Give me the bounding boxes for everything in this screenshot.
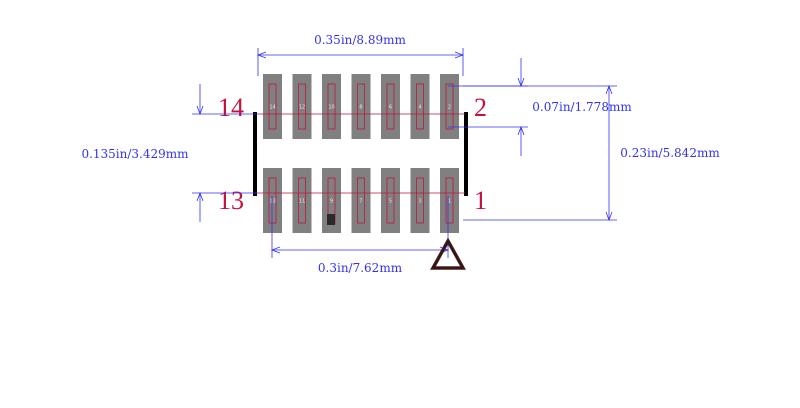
dim-row-span-label: 0.23in/5.842mm: [620, 146, 720, 160]
pad-6: 6: [381, 74, 400, 139]
pad-number-label: 4: [418, 105, 421, 111]
pad-number-label: 7: [359, 199, 362, 205]
dim-pad-length-label: 0.135in/3.429mm: [81, 147, 189, 161]
pad-7: 7: [351, 168, 371, 233]
pad-number-label: 3: [418, 199, 421, 205]
pad-number-label: 2: [448, 105, 451, 111]
pad-8: 8: [351, 74, 371, 139]
pad-12: 12: [292, 74, 312, 139]
pin14-label: 14: [218, 93, 244, 122]
pad-number-label: 5: [389, 199, 392, 205]
pad-number-label: 8: [359, 105, 362, 111]
orientation-marker: [327, 214, 335, 225]
dim-pad-length: 0.135in/3.429mm: [81, 84, 258, 222]
pad-number-label: 6: [389, 105, 392, 111]
pin13-label: 13: [218, 186, 244, 215]
pad-number-label: 12: [299, 105, 305, 111]
dim-row-span: 0.23in/5.842mm: [463, 84, 720, 222]
pad-10: 10: [322, 74, 341, 139]
pad-number-label: 11: [299, 199, 305, 205]
silkscreen-left-bar: [253, 112, 257, 196]
pad-number-label: 14: [269, 105, 275, 111]
pad-number-label: 13: [269, 199, 275, 205]
pad-13: 13: [263, 168, 282, 233]
pad-number-label: 10: [328, 105, 334, 111]
pad-number-label: 9: [330, 199, 333, 205]
pad-4: 4: [410, 74, 430, 139]
pad-3: 3: [410, 168, 430, 233]
dim-pitch-label: 0.07in/1.778mm: [532, 100, 632, 114]
pad-array: 14 12 10 8 6 4 2 13 11 9 7 5 3 1: [263, 74, 459, 233]
pad-11: 11: [292, 168, 312, 233]
pin1-triangle-icon: [430, 237, 466, 270]
dim-row-center-label: 0.3in/7.62mm: [318, 261, 403, 275]
pin1-label: 1: [474, 186, 487, 215]
pad-14: 14: [263, 74, 282, 139]
pad-5: 5: [381, 168, 400, 233]
pad-1: 1: [440, 168, 459, 233]
pin2-label: 2: [474, 93, 487, 122]
pad-number-label: 1: [448, 199, 451, 205]
dim-width-top: 0.35in/8.89mm: [256, 33, 465, 76]
silkscreen-right-bar: [464, 112, 468, 196]
dim-width-label: 0.35in/8.89mm: [314, 33, 406, 47]
pad-2: 2: [440, 74, 459, 139]
